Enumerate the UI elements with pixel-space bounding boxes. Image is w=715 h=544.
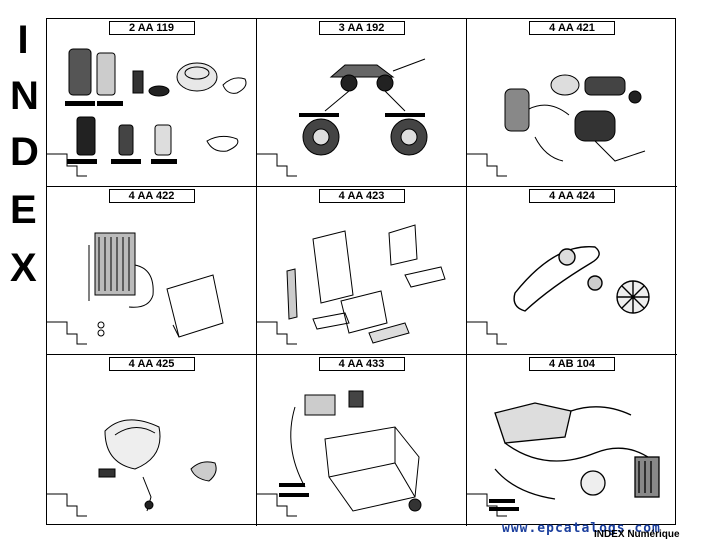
watermark-url: www.epcatalogs.com: [502, 521, 661, 536]
side-letter-n: N: [10, 74, 39, 118]
index-grid: 2 AA 119: [46, 18, 677, 526]
section-4aa425[interactable]: 4 AA 425: [47, 355, 257, 526]
section-title: 4 AA 425: [108, 357, 195, 371]
section-4aa421[interactable]: 4 AA 421: [467, 19, 677, 187]
section-title: 4 AA 433: [318, 357, 405, 371]
wheels-illustration: [299, 58, 428, 156]
section-title: 3 AA 192: [318, 21, 405, 35]
radiator-illustration: [88, 232, 224, 338]
battery-box-illustration: [279, 390, 422, 512]
steps-marker: [467, 321, 507, 345]
side-letter-e: E: [10, 188, 37, 232]
section-4aa424[interactable]: 4 AA 424: [467, 187, 677, 355]
belt-fan-illustration: [513, 246, 650, 314]
hydraulic-lines-illustration: [489, 402, 660, 511]
section-title: 4 AB 104: [529, 357, 615, 371]
steps-marker: [467, 493, 507, 517]
section-3aa192[interactable]: 3 AA 192: [257, 19, 467, 187]
steps-marker: [467, 153, 507, 177]
side-letter-i: I: [17, 18, 29, 62]
section-title: 4 AA 422: [108, 189, 195, 203]
brackets-illustration: [286, 224, 446, 344]
section-title: 4 AA 421: [529, 21, 615, 35]
section-4aa423[interactable]: 4 AA 423: [257, 187, 467, 355]
steps-marker: [47, 153, 87, 177]
fan-shroud-illustration: [98, 419, 217, 512]
side-letter-x: X: [10, 246, 37, 290]
section-title: 2 AA 119: [108, 21, 195, 35]
section-2aa119[interactable]: 2 AA 119: [47, 19, 257, 187]
section-4aa422[interactable]: 4 AA 422: [47, 187, 257, 355]
section-4aa433[interactable]: 4 AA 433: [257, 355, 467, 526]
steps-marker: [257, 493, 297, 517]
filters-illustration: [65, 48, 247, 164]
steps-marker: [257, 321, 297, 345]
air-filter-illustration: [504, 74, 646, 162]
section-4ab104[interactable]: 4 AB 104: [467, 355, 677, 526]
steps-marker: [47, 321, 87, 345]
section-title: 4 AA 423: [318, 189, 405, 203]
steps-marker: [47, 493, 87, 517]
footer-label: INDEX Numérique: [594, 529, 680, 540]
side-letter-d: D: [10, 130, 39, 174]
section-title: 4 AA 424: [529, 189, 615, 203]
steps-marker: [257, 153, 297, 177]
